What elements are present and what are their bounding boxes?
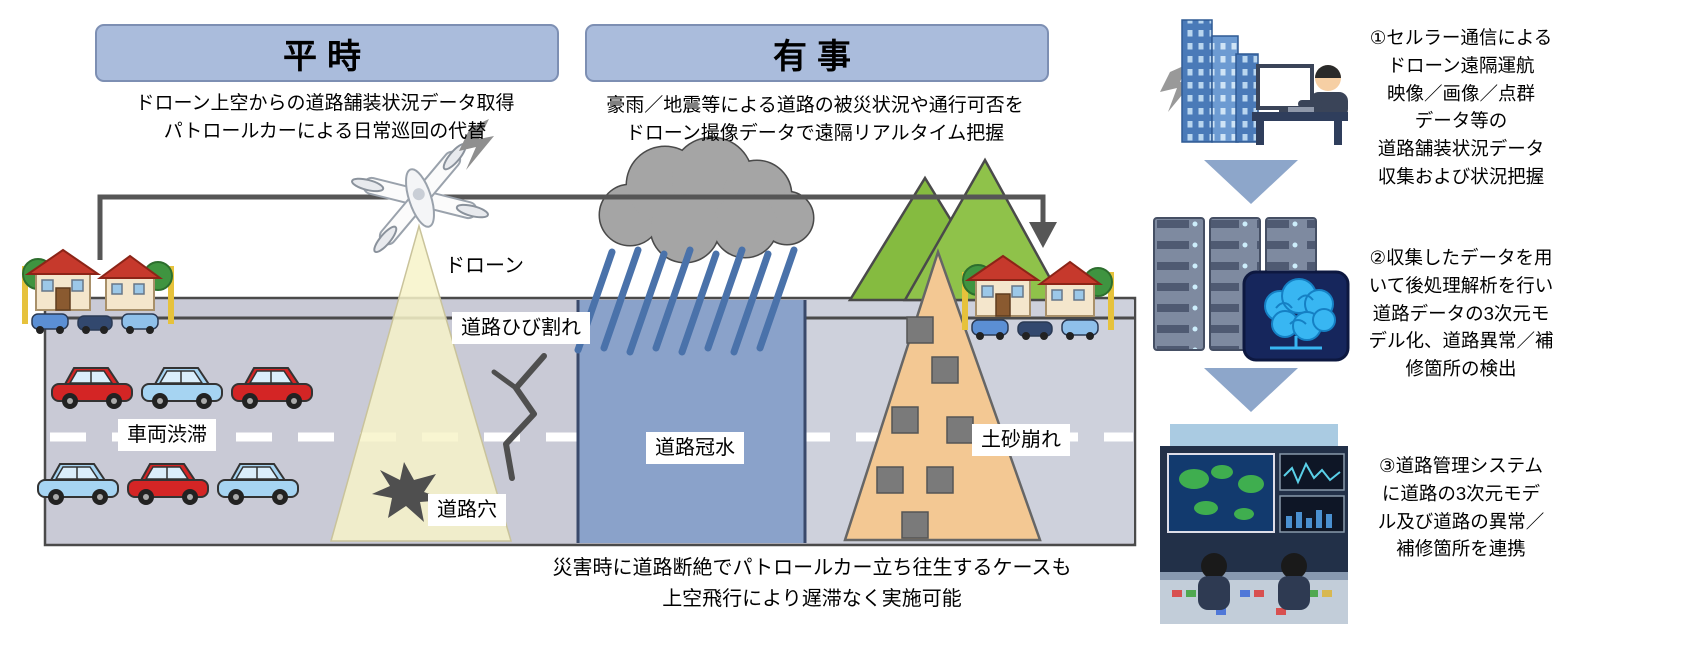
drone-scan-cone: [330, 223, 513, 542]
world-map-screen-icon: [1167, 453, 1275, 533]
step-3-text: ③道路管理システム に道路の3次元モデ ル及び道路の異常／ 補修箇所を連携: [1377, 455, 1545, 560]
road-crack-icon: [491, 353, 547, 481]
operators-icon: [1198, 553, 1310, 610]
drone-icon: [351, 142, 489, 254]
flow-arrow-down-icon: [1204, 160, 1298, 204]
road-management-control-room-icon: [1160, 424, 1348, 624]
pothole-icon: [372, 462, 446, 522]
header-normal-times: 平時: [95, 24, 559, 82]
console-desk: [1160, 580, 1348, 624]
flooded-road-section: [576, 300, 807, 543]
landslide-label: 土砂崩れ: [972, 424, 1070, 456]
road-flood-label: 道路冠水: [646, 432, 744, 464]
wireless-lightning-icon: [1160, 64, 1196, 112]
road-hole-label: 道路穴: [428, 494, 506, 526]
buildings-icon: [1181, 19, 1259, 143]
server-ai-analysis-icon: [1153, 217, 1350, 362]
monitor-screens-icon: [1279, 453, 1345, 533]
step-1-text: ①セルラー通信による ドローン遠隔運航 映像／画像／点群 データ等の 道路舗装状…: [1369, 27, 1553, 187]
emergency-description: 豪雨／地震等による道路の被災状況や通行可否を ドローン撮像データで遠隔リアルタイ…: [606, 95, 1024, 144]
flow-arrow-down-icon: [1204, 368, 1298, 412]
operator-at-desk-icon: [1252, 64, 1348, 145]
signal-lightning-icon: [459, 119, 494, 170]
flight-route-arrow: [97, 194, 1057, 260]
step-2-text: ②収集したデータを用 いて後処理解析を行い 道路データの3次元モ デル化、道路異…: [1368, 247, 1554, 379]
left-town-icon: [21, 249, 175, 335]
normal-times-description: ドローン上空からの道路舗装状況データ取得 パトロールカーによる日常巡回の代替: [135, 93, 515, 142]
cellular-remote-operation-icon: [1160, 19, 1348, 145]
landslide-icon: [843, 248, 1042, 542]
bottom-note: 災害時に道路断絶でパトロールカー立ち往生するケースも 上空飛行により遅滞なく実施…: [538, 549, 1086, 619]
control-room-wall: [1170, 424, 1338, 450]
header-emergency: 有事: [585, 24, 1049, 82]
traffic-jam-label: 車両渋滞: [118, 419, 216, 451]
storm-cloud-icon: [598, 136, 815, 264]
road-crack-label: 道路ひび割れ: [452, 312, 590, 344]
ai-brain-icon: [1242, 270, 1350, 362]
drone-label: ドローン: [445, 255, 524, 277]
